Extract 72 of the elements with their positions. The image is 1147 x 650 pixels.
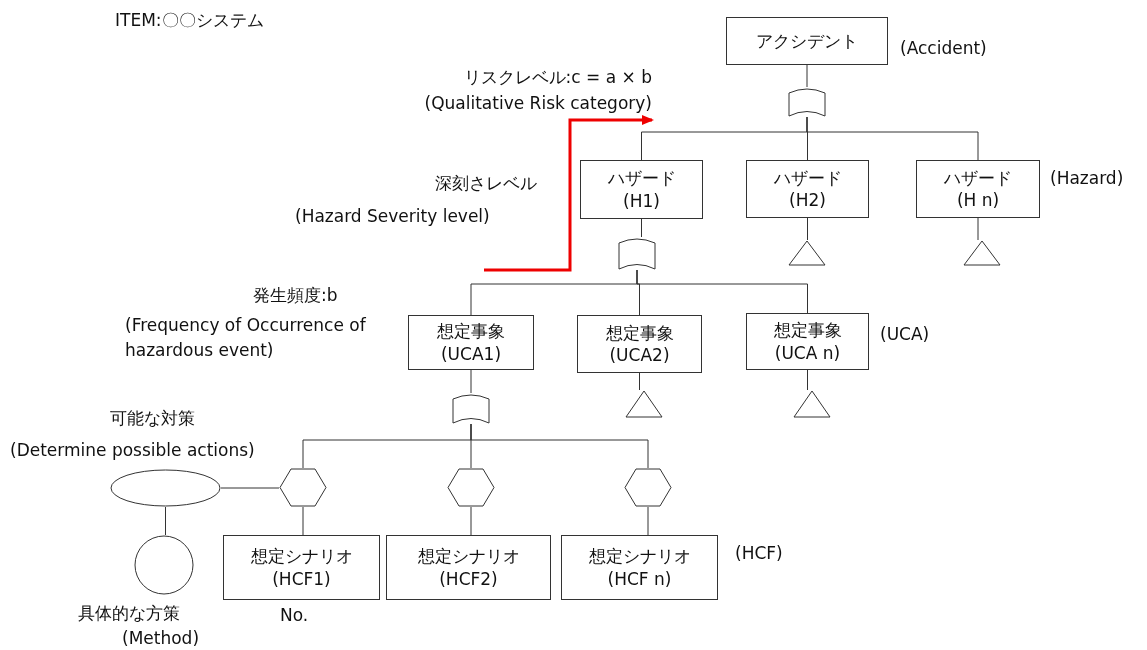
gate-symbol (452, 393, 490, 424)
circle-symbol (134, 535, 194, 595)
box-text: 想定シナリオ (417, 545, 520, 568)
connector-line (220, 487, 280, 489)
box-text: ハザード (773, 166, 842, 189)
annotation-text: (Frequency of Occurrence of hazardous event) (125, 314, 367, 362)
annotation-text: (HCF) (735, 543, 783, 564)
box-text: ハザード (944, 166, 1012, 189)
box-text: 想定事象 (773, 319, 842, 342)
connector-line (302, 506, 304, 536)
box-text: (UCA2) (609, 344, 670, 367)
annotation-text: (Hazard) (1050, 168, 1124, 189)
event-box (561, 535, 718, 600)
annotation-text: (Accident) (900, 38, 987, 59)
annotation-text: リスクレベル:c = a × b (463, 67, 652, 88)
connector-line (647, 506, 649, 536)
box-text: (H2) (789, 189, 826, 212)
annotation-text: 深刻さレベル (435, 173, 537, 194)
connector-line (470, 369, 472, 394)
gate-symbol (618, 237, 656, 270)
annotation-text: 可能な対策 (110, 408, 195, 429)
box-text: (UCA n) (774, 341, 841, 364)
triangle-symbol (625, 390, 663, 418)
event-box (386, 535, 551, 600)
event-box (408, 315, 534, 370)
event-box (746, 160, 869, 218)
box-text: (HCF1) (272, 567, 331, 590)
annotation-text: 具体的な方策 (78, 603, 180, 624)
connector-line (977, 217, 979, 241)
annotation-text: (UCA) (880, 324, 930, 345)
hexagon-symbol (279, 468, 327, 507)
triangle-symbol (788, 240, 826, 266)
box-text: 想定シナリオ (250, 545, 353, 568)
event-box (746, 313, 869, 370)
connector-line (470, 423, 649, 469)
connector-line (639, 372, 640, 391)
box-text: 想定シナリオ (588, 545, 691, 568)
connector-line (807, 369, 808, 391)
diagram-title: ITEM:〇〇システム (115, 10, 264, 31)
connector-line (641, 218, 642, 238)
box-text: (HCF2) (439, 567, 498, 590)
event-box (223, 535, 380, 600)
event-box (916, 160, 1040, 218)
box-text: アクシデント (756, 29, 858, 53)
connector-line (806, 64, 808, 88)
annotation-text: (Qualitative Risk category) (424, 93, 652, 114)
triangle-symbol (963, 240, 1001, 266)
annotation-text: (Determine possible actions) (10, 440, 255, 461)
annotation-text: No. (280, 605, 309, 626)
box-text: 想定事象 (605, 321, 674, 344)
connector-line (807, 217, 808, 241)
annotation-text: (Hazard Severity level) (295, 206, 490, 227)
annotation-text: 発生頻度:b (253, 285, 338, 306)
connector-line (636, 269, 808, 314)
box-text: (UCA1) (441, 342, 501, 365)
box-text: 想定事象 (437, 320, 505, 343)
connector-line (806, 116, 979, 161)
event-box (580, 160, 703, 219)
box-text: (H n) (956, 189, 1000, 212)
ellipse-symbol (110, 469, 221, 507)
box-text: (H1) (623, 189, 660, 212)
connector-line (165, 506, 166, 536)
triangle-symbol (793, 390, 831, 418)
box-text: (HCF n) (607, 567, 672, 590)
box-text: ハザード (607, 167, 676, 190)
event-box (726, 17, 888, 65)
annotation-text: (Method) (122, 628, 200, 649)
gate-symbol (788, 87, 826, 117)
hexagon-symbol (624, 468, 672, 507)
connector-line (470, 506, 472, 536)
event-box (577, 315, 702, 373)
hexagon-symbol (447, 468, 495, 507)
